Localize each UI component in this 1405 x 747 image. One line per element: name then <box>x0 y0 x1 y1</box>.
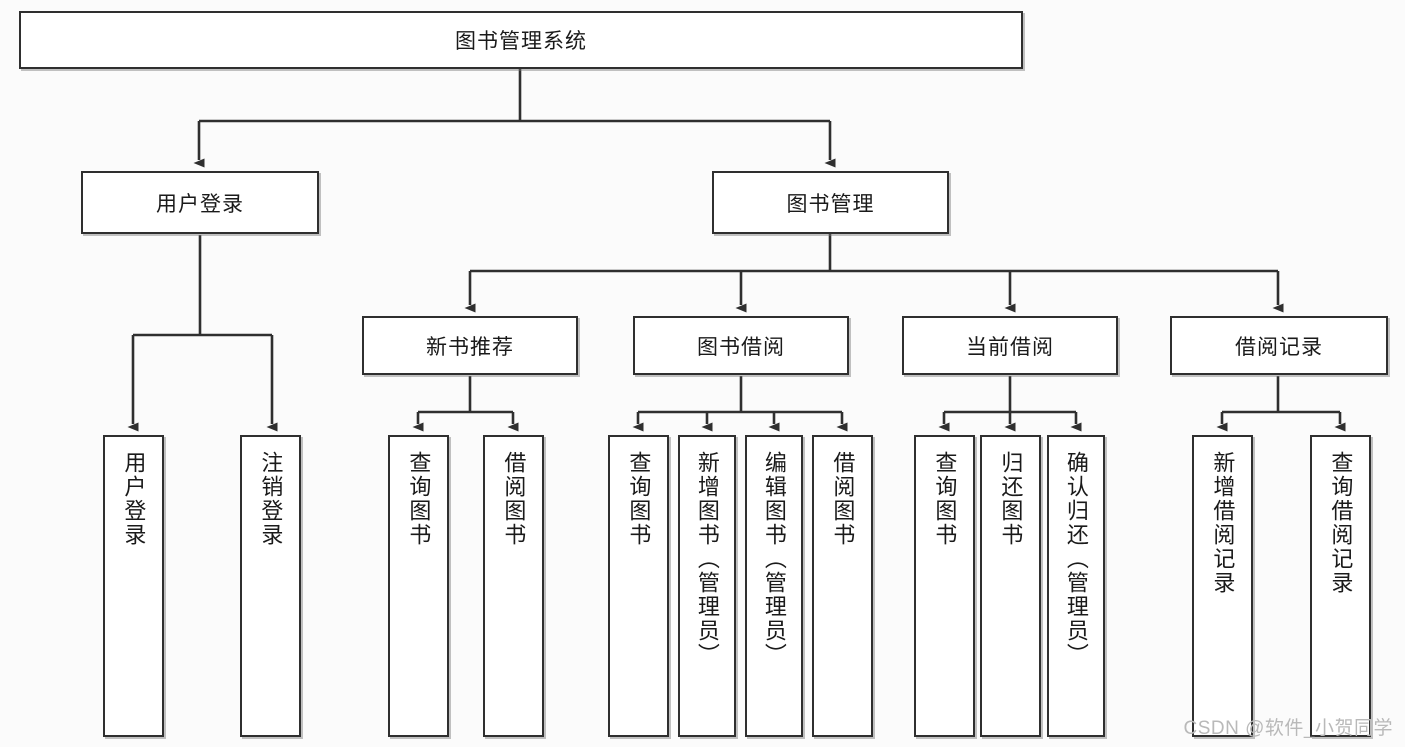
watermark: CSDN @软件_小贺同学 <box>1183 718 1393 739</box>
leaf-query-book-borrow[interactable]: 查询图书 <box>608 435 669 737</box>
leaf-query-book-borrow-label: 查询图书 <box>626 451 652 547</box>
node-new-book-recommend[interactable]: 新书推荐 <box>362 316 578 375</box>
node-current-borrow[interactable]: 当前借阅 <box>902 316 1118 375</box>
node-new-book-recommend-label: 新书推荐 <box>426 335 514 359</box>
leaf-query-borrow-record-label: 查询借阅记录 <box>1328 451 1354 595</box>
node-book-borrow-label: 图书借阅 <box>697 335 785 359</box>
leaf-return-book[interactable]: 归还图书 <box>980 435 1041 737</box>
leaf-add-borrow-record[interactable]: 新增借阅记录 <box>1192 435 1253 737</box>
leaf-logout-label: 注销登录 <box>258 451 284 547</box>
node-root-label: 图书管理系统 <box>455 30 587 53</box>
leaf-query-book-current-label: 查询图书 <box>932 451 958 547</box>
leaf-add-borrow-record-label: 新增借阅记录 <box>1210 451 1236 595</box>
node-user-login[interactable]: 用户登录 <box>81 171 319 234</box>
leaf-query-book-newbook[interactable]: 查询图书 <box>388 435 449 737</box>
leaf-query-borrow-record[interactable]: 查询借阅记录 <box>1310 435 1371 737</box>
leaf-user-login[interactable]: 用户登录 <box>103 435 164 737</box>
leaf-edit-book-admin[interactable]: 编辑图书（管理员） <box>745 435 803 737</box>
node-root[interactable]: 图书管理系统 <box>19 11 1023 69</box>
leaf-confirm-return-admin-label: 确认归还（管理员） <box>1063 451 1089 667</box>
leaf-query-book-current[interactable]: 查询图书 <box>914 435 975 737</box>
leaf-borrow-book-label: 借阅图书 <box>830 451 856 547</box>
node-user-login-label: 用户登录 <box>156 192 244 216</box>
node-book-borrow[interactable]: 图书借阅 <box>633 316 849 375</box>
node-book-management-label: 图书管理 <box>786 192 875 216</box>
leaf-edit-book-admin-label: 编辑图书（管理员） <box>761 451 787 667</box>
leaf-user-login-label: 用户登录 <box>121 451 147 547</box>
leaf-add-book-admin[interactable]: 新增图书（管理员） <box>678 435 736 737</box>
leaf-logout[interactable]: 注销登录 <box>240 435 301 737</box>
node-borrow-records-label: 借阅记录 <box>1235 335 1323 359</box>
leaf-borrow-book-newbook[interactable]: 借阅图书 <box>483 435 544 737</box>
leaf-return-book-label: 归还图书 <box>998 451 1024 547</box>
node-current-borrow-label: 当前借阅 <box>966 335 1054 359</box>
leaf-confirm-return-admin[interactable]: 确认归还（管理员） <box>1047 435 1105 737</box>
leaf-add-book-admin-label: 新增图书（管理员） <box>694 451 720 667</box>
leaf-borrow-book[interactable]: 借阅图书 <box>812 435 873 737</box>
node-borrow-records[interactable]: 借阅记录 <box>1170 316 1388 375</box>
node-book-management[interactable]: 图书管理 <box>712 171 949 234</box>
leaf-borrow-book-newbook-label: 借阅图书 <box>501 451 527 547</box>
leaf-query-book-newbook-label: 查询图书 <box>406 451 432 547</box>
